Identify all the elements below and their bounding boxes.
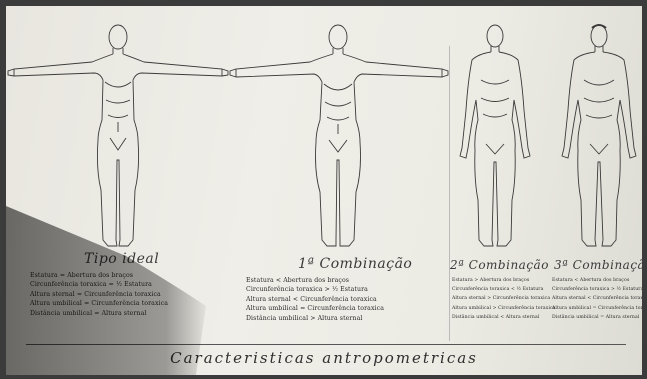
caption-line: Altura sternal < Circunferência toraxica bbox=[552, 294, 642, 303]
caption-line: Estatura < Abertura dos braços bbox=[552, 276, 642, 285]
title-ideal-type: Tipo ideal bbox=[84, 251, 159, 267]
caption-line: Altura umbilical = Circunferência toraxi… bbox=[552, 304, 642, 313]
title-second-combination: 2ª Combinação bbox=[450, 258, 549, 272]
caption-line: Distância umbilical = Altura sternal bbox=[552, 313, 642, 322]
caption-line: Altura umbilical = Circunferência toraxi… bbox=[30, 299, 168, 308]
caption-line: Altura umbilical = Circunferência toraxi… bbox=[246, 304, 384, 313]
figure-second-combination bbox=[450, 20, 540, 250]
caption-line: Circunferência toraxica = ½ Estatura bbox=[30, 280, 168, 289]
caption-line: Altura sternal > Circunferência toraxica bbox=[452, 294, 556, 303]
figure-third-combination bbox=[554, 20, 642, 250]
title-first-combination: 1ª Combinação bbox=[298, 256, 412, 272]
caption-line: Estatura = Abertura dos braços bbox=[30, 271, 168, 280]
caption-third-combination: Estatura < Abertura dos braços Circunfer… bbox=[552, 276, 642, 322]
figure-first-combination bbox=[230, 20, 450, 250]
caption-line: Estatura > Abertura dos braços bbox=[452, 276, 556, 285]
footer-rule bbox=[26, 344, 626, 345]
caption-ideal-type: Estatura = Abertura dos braços Circunfer… bbox=[30, 271, 168, 318]
caption-second-combination: Estatura > Abertura dos braços Circunfer… bbox=[452, 276, 556, 322]
caption-line: Altura umbilical > Circunferência toraxi… bbox=[452, 304, 556, 313]
caption-line: Distância umbilical < Altura sternal bbox=[452, 313, 556, 322]
caption-line: Distância umbilical > Altura sternal bbox=[246, 314, 384, 323]
caption-line: Circunferência toraxica < ½ Estatura bbox=[452, 285, 556, 294]
caption-first-combination: Estatura < Abertura dos braços Circunfer… bbox=[246, 276, 384, 323]
caption-line: Circunferência toraxica > ½ Estatura bbox=[552, 285, 642, 294]
caption-line: Circunferência toraxica > ½ Estatura bbox=[246, 285, 384, 294]
column-divider bbox=[449, 46, 450, 341]
title-third-combination: 3ª Combinação bbox=[554, 258, 642, 272]
caption-line: Altura sternal < Circunferência toraxica bbox=[246, 295, 384, 304]
caption-line: Distância umbilical = Altura sternal bbox=[30, 309, 168, 318]
anatomy-chart-sheet: Tipo ideal 1ª Combinação 2ª Combinação 3… bbox=[6, 6, 642, 375]
footer-title: Caracteristicas antropometricas bbox=[6, 349, 642, 367]
figure-ideal-type bbox=[6, 20, 226, 250]
caption-line: Altura sternal = Circunferência toraxica bbox=[30, 290, 168, 299]
caption-line: Estatura < Abertura dos braços bbox=[246, 276, 384, 285]
